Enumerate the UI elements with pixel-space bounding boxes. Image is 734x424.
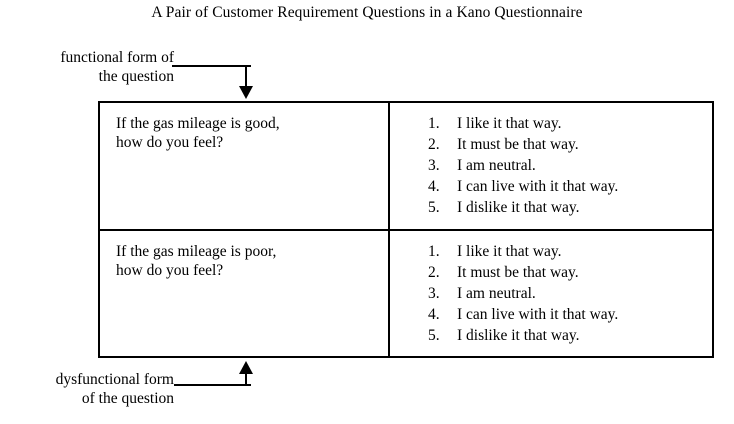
figure-title: A Pair of Customer Requirement Questions… (151, 4, 583, 21)
annotation-functional-line-1: functional form of (60, 49, 174, 66)
answer-option-label: I can live with it that way. (457, 305, 619, 323)
answer-option[interactable]: 1. I like it that way. (390, 241, 712, 262)
down-arrow-icon (239, 86, 253, 99)
answer-option-label: It must be that way. (457, 136, 579, 153)
up-arrow-icon (239, 361, 253, 374)
leader-line-dysfunctional-horizontal (174, 384, 251, 386)
annotation-functional-form: functional form of the question (6, 48, 174, 86)
answers-cell: 1. I like it that way. 2. It must be tha… (389, 102, 713, 230)
question-cell: If the gas mileage is good, how do you f… (99, 102, 390, 230)
answer-option-number: 1. (428, 115, 440, 132)
questionnaire-table: If the gas mileage is good, how do you f… (98, 101, 714, 358)
leader-line-functional-horizontal (172, 65, 251, 67)
answer-option-number: 2. (428, 136, 440, 153)
answer-option-label: It must be that way. (457, 263, 579, 281)
answer-option-number: 4. (428, 178, 440, 195)
answer-option[interactable]: 2. It must be that way. (390, 262, 712, 283)
question-text: If the gas mileage is poor, how do you f… (116, 242, 277, 279)
answer-option-label: I am neutral. (457, 284, 536, 302)
answer-option-number: 3. (428, 284, 440, 302)
annotation-functional-line-2: the question (98, 68, 174, 85)
answer-option[interactable]: 4. I can live with it that way. (390, 176, 712, 197)
answer-option-label: I like it that way. (457, 115, 562, 132)
annotation-dysfunctional-form: dysfunctional form of the question (4, 370, 174, 408)
table-row: If the gas mileage is poor, how do you f… (99, 228, 713, 357)
answer-option[interactable]: 5. I dislike it that way. (390, 197, 712, 218)
question-cell: If the gas mileage is poor, how do you f… (99, 228, 390, 357)
answers-cell: 1. I like it that way. 2. It must be tha… (389, 228, 713, 357)
answer-option-number: 2. (428, 263, 440, 281)
annotation-dysfunctional-line-1: dysfunctional form (55, 371, 174, 388)
answer-list: 1. I like it that way. 2. It must be tha… (390, 231, 712, 346)
answer-option-label: I dislike it that way. (457, 199, 580, 216)
question-text: If the gas mileage is good, how do you f… (116, 115, 280, 151)
answer-option[interactable]: 3. I am neutral. (390, 283, 712, 304)
answer-option-number: 4. (428, 305, 440, 323)
answer-option-number: 3. (428, 157, 440, 174)
answer-option[interactable]: 2. It must be that way. (390, 134, 712, 155)
answer-option-number: 1. (428, 242, 440, 260)
annotation-dysfunctional-line-2: of the question (81, 390, 174, 407)
table-row: If the gas mileage is good, how do you f… (99, 102, 713, 230)
answer-option[interactable]: 4. I can live with it that way. (390, 304, 712, 325)
answer-option-label: I am neutral. (457, 157, 536, 174)
answer-option[interactable]: 3. I am neutral. (390, 155, 712, 176)
answer-option[interactable]: 5. I dislike it that way. (390, 325, 712, 346)
leader-line-dysfunctional-vertical (245, 374, 247, 386)
answer-option[interactable]: 1. I like it that way. (390, 113, 712, 134)
leader-line-functional-vertical (245, 65, 247, 88)
answer-option-label: I can live with it that way. (457, 178, 619, 195)
answer-option-label: I dislike it that way. (457, 326, 580, 344)
answer-option-label: I like it that way. (457, 242, 562, 260)
answer-option-number: 5. (428, 326, 440, 344)
answer-list: 1. I like it that way. 2. It must be tha… (390, 103, 712, 218)
answer-option-number: 5. (428, 199, 440, 216)
questionnaire-table-body: If the gas mileage is good, how do you f… (99, 102, 713, 357)
